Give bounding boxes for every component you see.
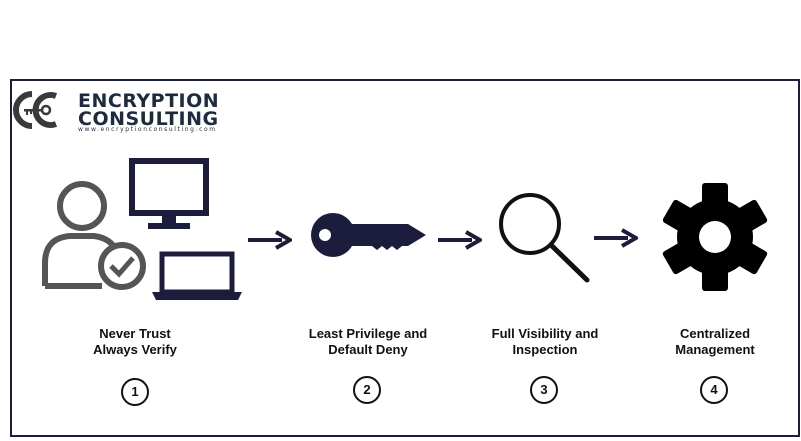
arrow-right-icon (248, 230, 292, 250)
logo-mark-icon (13, 91, 58, 129)
logo-url: www.encryptionconsulting.com (78, 126, 217, 133)
step-label-line1: Least Privilege and (308, 326, 428, 341)
key-icon (311, 213, 426, 257)
step-number-2: 2 (353, 376, 381, 404)
step-label-line2: Inspection (512, 342, 578, 357)
user-devices-icon (42, 158, 242, 300)
step-label-line1: Centralized (679, 326, 751, 341)
logo-title-line2: CONSULTING (78, 108, 219, 130)
company-logo: ENCRYPTION CONSULTING www.encryptioncons… (12, 88, 232, 136)
logo-title-line1: ENCRYPTION (78, 90, 220, 112)
gear-icon (662, 183, 768, 291)
step-label-4: Centralized Management (625, 326, 801, 358)
step-label-3: Full Visibility and Inspection (455, 326, 635, 358)
step-label-line1: Full Visibility and (491, 326, 599, 341)
step-label-1: Never Trust Always Verify (45, 326, 225, 358)
magnifier-icon (499, 193, 590, 283)
step-label-line2: Always Verify (93, 342, 177, 357)
step-number-1: 1 (121, 378, 149, 406)
step-label-line2: Management (675, 342, 755, 357)
arrow-right-icon (438, 230, 482, 250)
step-label-line1: Never Trust (99, 326, 171, 341)
step-label-line2: Default Deny (328, 342, 408, 357)
arrow-right-icon (594, 228, 638, 248)
step-label-2: Least Privilege and Default Deny (278, 326, 458, 358)
step-number-4: 4 (700, 376, 728, 404)
step-number-3: 3 (530, 376, 558, 404)
